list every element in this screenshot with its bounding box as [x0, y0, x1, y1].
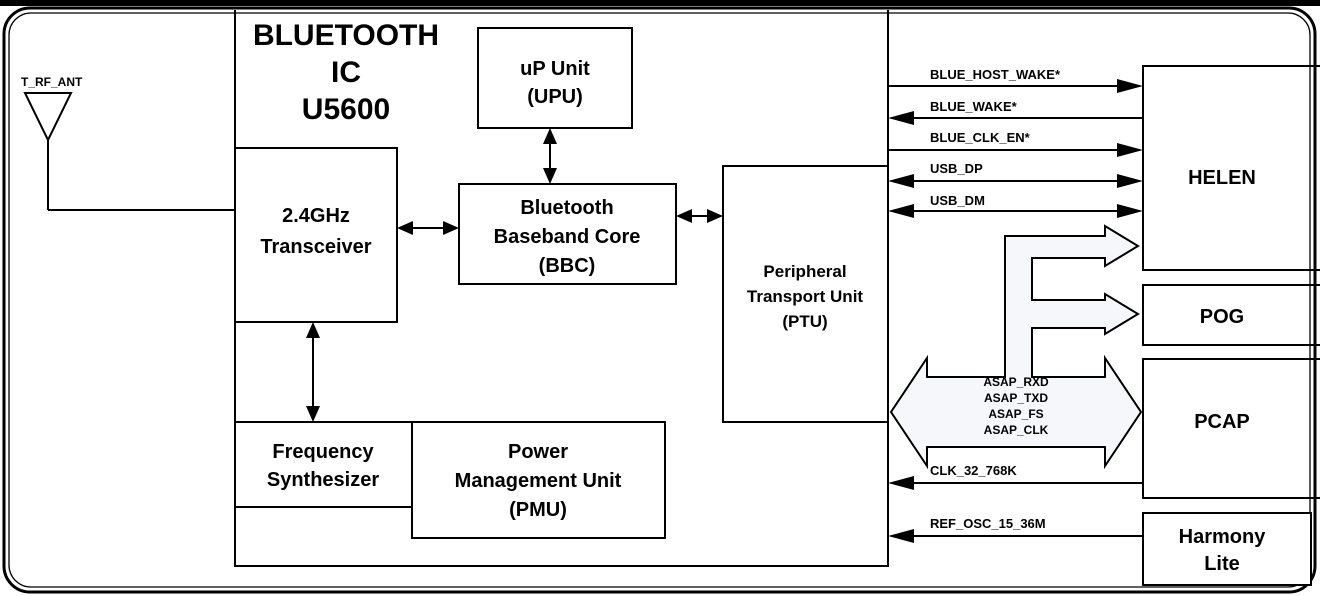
signal-blue-host-wake: BLUE_HOST_WAKE* [888, 67, 1143, 93]
signal-usb-dm: USB_DM [888, 193, 1143, 218]
transceiver-freq-connector [306, 322, 320, 422]
pog-label: POG [1200, 306, 1244, 328]
signal-blue-host-wake-label: BLUE_HOST_WAKE* [930, 67, 1061, 82]
bbc-label-1: Bluetooth [520, 197, 613, 219]
header-bar [0, 0, 1320, 6]
bbc-block [458, 183, 677, 285]
asap-rxd-label: ASAP_RXD [983, 375, 1049, 389]
signal-blue-clk-en: BLUE_CLK_EN* [888, 130, 1143, 157]
ptu-label-2: Transport Unit [747, 287, 864, 306]
asap-clk-label: ASAP_CLK [984, 423, 1049, 437]
antenna-icon [23, 92, 73, 143]
pmu-label-2: Management Unit [455, 470, 622, 492]
upu-block [477, 27, 633, 129]
signal-clk-32: CLK_32_768K [888, 463, 1143, 490]
transceiver-bbc-connector [397, 221, 459, 235]
inner-frame [8, 12, 1311, 588]
pmu-label-3: (PMU) [509, 499, 567, 521]
ptu-label-1: Peripheral [763, 262, 846, 281]
upu-bbc-connector [543, 128, 557, 184]
ptu-label-3: (PTU) [782, 312, 827, 331]
signal-ref-osc-label: REF_OSC_15_36M [930, 516, 1046, 531]
ic-title-line2: IC [331, 56, 361, 89]
pog-block [1142, 284, 1320, 346]
transceiver-block [234, 147, 398, 323]
pmu-label-1: Power [508, 441, 568, 463]
freq-synth-label-2: Synthesizer [267, 469, 379, 491]
bbc-ptu-connector [676, 209, 723, 223]
signal-usb-dp: USB_DP [888, 161, 1143, 188]
antenna-label: T_RF_ANT [21, 75, 83, 89]
upu-label-1: uP Unit [520, 58, 590, 80]
freq-synth-block [234, 421, 413, 508]
asap-fs-label: ASAP_FS [988, 407, 1043, 421]
antenna: T_RF_ANT [21, 75, 235, 211]
bbc-label-2: Baseband Core [494, 226, 641, 248]
asap-bus-arrow [889, 224, 1143, 470]
outer-frame [2, 6, 1317, 594]
ptu-block [722, 165, 889, 423]
transceiver-label-2: Transceiver [260, 236, 371, 258]
helen-block [1142, 65, 1320, 271]
pmu-block [411, 421, 666, 539]
harmony-lite-block [1142, 512, 1312, 586]
upu-label-2: (UPU) [527, 86, 583, 108]
signal-usb-dm-label: USB_DM [930, 193, 985, 208]
bbc-label-3: (BBC) [539, 255, 596, 277]
pcap-block [1142, 358, 1320, 499]
ic-title-line1: BLUETOOTH [253, 19, 439, 52]
harmony-label-2: Lite [1204, 553, 1240, 575]
signal-blue-wake-label: BLUE_WAKE* [930, 99, 1018, 114]
asap-txd-label: ASAP_TXD [984, 391, 1048, 405]
signal-ref-osc: REF_OSC_15_36M [888, 516, 1143, 543]
signal-clk-32-label: CLK_32_768K [930, 463, 1017, 478]
harmony-label-1: Harmony [1179, 526, 1267, 548]
ic-title: BLUETOOTH IC U5600 [253, 19, 439, 126]
signal-usb-dp-label: USB_DP [930, 161, 983, 176]
pcap-label: PCAP [1194, 411, 1250, 433]
helen-label: HELEN [1188, 167, 1256, 189]
ic-title-line3: U5600 [302, 93, 390, 126]
signal-blue-wake: BLUE_WAKE* [888, 99, 1143, 125]
signal-blue-clk-en-label: BLUE_CLK_EN* [930, 130, 1031, 145]
freq-synth-label-1: Frequency [272, 441, 374, 463]
transceiver-label-1: 2.4GHz [282, 205, 350, 227]
